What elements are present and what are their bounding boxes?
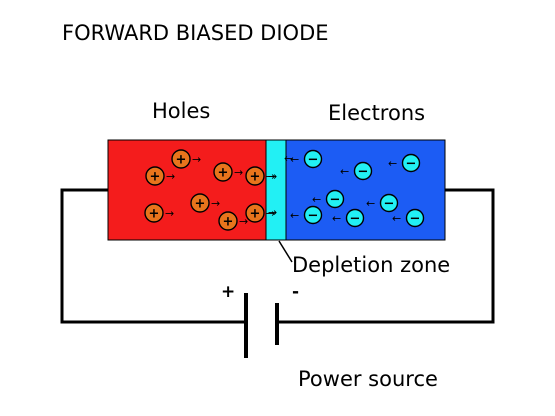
electron-sign: − [358, 165, 369, 180]
electron-motion-arrow: ← [312, 193, 321, 206]
electron-sign: − [330, 193, 341, 208]
hole-sign: + [223, 215, 234, 230]
circuit-wire-right [277, 188, 495, 324]
hole-motion-arrow: → [266, 207, 275, 220]
hole-sign: + [218, 166, 229, 181]
electron-carrier: −← [312, 189, 345, 209]
junction-hole-arrow: → [268, 170, 277, 183]
hole-carrier: +→ [245, 203, 275, 223]
electron-sign: − [410, 212, 421, 227]
circuit-wire-left [60, 188, 246, 324]
electron-motion-arrow: ← [366, 197, 375, 210]
diagram-title: FORWARD BIASED DIODE [62, 21, 329, 45]
depletion-zone-label: Depletion zone [292, 253, 450, 277]
hole-motion-arrow: → [165, 207, 174, 220]
electron-carrier: −← [290, 205, 323, 225]
hole-carrier: +→ [245, 166, 275, 186]
hole-sign: + [149, 207, 160, 222]
electron-motion-arrow: ← [392, 212, 401, 225]
electron-carrier: −← [332, 208, 365, 228]
hole-motion-arrow: → [166, 170, 175, 183]
junction-hole-arrow: → [268, 206, 277, 219]
hole-carrier: +→ [144, 203, 174, 223]
electrons-label: Electrons [328, 101, 425, 125]
electron-carrier: −← [290, 149, 323, 169]
hole-motion-arrow: → [192, 153, 201, 166]
electron-carrier: −← [340, 161, 373, 181]
positive-terminal-sign: + [221, 282, 235, 302]
depletion-zone-pointer [278, 240, 293, 263]
holes-group: +→+→+→+→+→+→+→+→ [144, 149, 275, 231]
junction-electron-arrow: ← [284, 152, 293, 165]
hole-carrier: +→ [145, 166, 175, 186]
depletion-zone [265, 139, 287, 241]
hole-motion-arrow: → [234, 166, 243, 179]
hole-sign: + [176, 153, 187, 168]
hole-sign: + [195, 197, 206, 212]
electron-sign: − [350, 212, 361, 227]
junction-arrows: → → ← [268, 152, 293, 219]
power-source-label: Power source [298, 367, 438, 391]
electrons-group: −←−←−←−←−←−←−←−← [290, 149, 425, 228]
electron-carrier: −← [388, 153, 421, 173]
electron-sign: − [384, 197, 395, 212]
electron-motion-arrow: ← [332, 212, 341, 225]
hole-sign: + [150, 170, 161, 185]
hole-motion-arrow: → [239, 215, 248, 228]
holes-label: Holes [152, 99, 210, 123]
hole-sign: + [250, 207, 261, 222]
electron-sign: − [308, 153, 319, 168]
hole-carrier: +→ [218, 211, 248, 231]
electron-sign: − [308, 209, 319, 224]
electron-motion-arrow: ← [290, 153, 299, 166]
electron-sign: − [406, 157, 417, 172]
negative-terminal-sign: - [292, 282, 299, 302]
hole-motion-arrow: → [211, 197, 220, 210]
hole-carrier: +→ [171, 149, 201, 169]
electron-motion-arrow: ← [388, 157, 397, 170]
electron-carrier: −← [392, 208, 425, 228]
hole-sign: + [250, 170, 261, 185]
electron-motion-arrow: ← [290, 209, 299, 222]
hole-motion-arrow: → [266, 170, 275, 183]
hole-carrier: +→ [190, 193, 220, 213]
hole-carrier: +→ [213, 162, 243, 182]
electron-motion-arrow: ← [340, 165, 349, 178]
electron-carrier: −← [366, 193, 399, 213]
